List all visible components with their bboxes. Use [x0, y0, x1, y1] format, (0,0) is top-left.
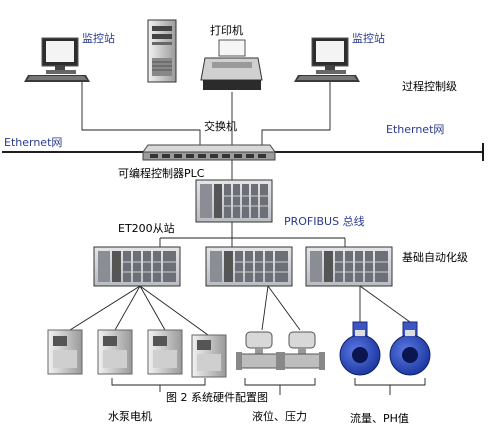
plc-rack-icon — [305, 246, 393, 287]
inverter-icon — [191, 334, 227, 378]
pressure-transmitter-icon — [236, 331, 282, 370]
process-control-level-label: 过程控制级 — [402, 80, 457, 93]
inverter-icon — [147, 329, 183, 375]
pressure-transmitter-icon — [279, 331, 325, 370]
printer-icon — [200, 39, 263, 90]
ethernet-right-label: Ethernet网 — [386, 123, 445, 136]
plc-label: 可编程控制器PLC — [118, 167, 205, 180]
pump-motor-label: 水泵电机 — [108, 410, 152, 423]
basic-automation-level-label: 基础自动化级 — [402, 251, 468, 264]
monitor-station-left-label: 监控站 — [82, 32, 115, 45]
inverter-icon — [47, 329, 83, 375]
flow-meter-icon — [389, 321, 431, 376]
switch-label: 交换机 — [204, 120, 237, 133]
workstation-icon — [294, 37, 360, 82]
flow-ph-label: 流量、PH值 — [350, 412, 409, 425]
printer-label: 打印机 — [210, 24, 243, 37]
ethernet-left-label: Ethernet网 — [4, 136, 63, 149]
level-pressure-label: 液位、压力 — [252, 410, 307, 423]
figure-caption: 图 2 系统硬件配置图 — [166, 391, 268, 404]
flow-meter-icon — [339, 321, 381, 376]
monitor-station-right-label: 监控站 — [352, 32, 385, 45]
profibus-label: PROFIBUS 总线 — [284, 215, 365, 228]
plc-rack-icon — [195, 179, 273, 223]
et200-slave-label: ET200从站 — [118, 222, 175, 235]
switch-icon — [142, 144, 276, 161]
plc-rack-icon — [93, 246, 181, 287]
server-tower-icon — [147, 19, 177, 83]
workstation-icon — [24, 37, 90, 82]
inverter-icon — [97, 329, 133, 375]
plc-rack-icon — [205, 246, 293, 287]
